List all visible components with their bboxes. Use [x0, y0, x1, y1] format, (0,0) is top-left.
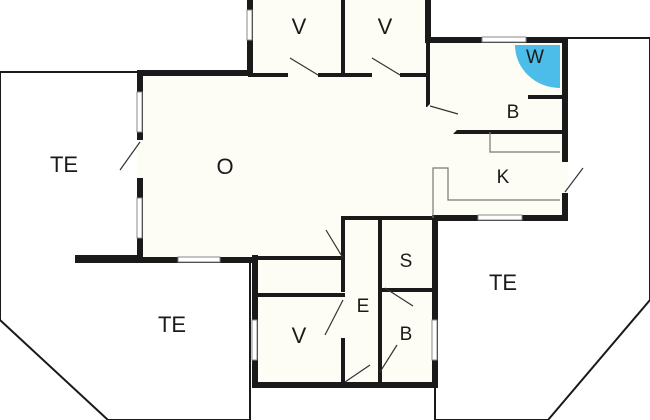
window-bathroom-bottom	[431, 319, 438, 361]
door-bedroom-bottom	[324, 299, 344, 336]
window-living-west-2	[136, 197, 143, 239]
window-bathroom	[481, 36, 527, 43]
room-label-bathroom-top: B	[507, 102, 520, 123]
interior-floor	[140, 0, 565, 385]
door-entrance-main	[344, 364, 371, 383]
room-label-bedroom-top-right: V	[378, 14, 393, 39]
window-bedroom-top-left	[246, 9, 253, 41]
window-bedroom-bottom	[251, 319, 258, 361]
exterior-wall-east	[252, 192, 568, 388]
door-terrace-west	[119, 141, 141, 171]
room-label-terrace-south: TE	[158, 312, 186, 337]
door-bathroom-top	[429, 105, 459, 115]
room-label-storage: S	[400, 251, 413, 272]
room-label-living: O	[216, 154, 233, 179]
door-bedroom-right	[371, 57, 401, 76]
door-storage	[384, 287, 414, 307]
room-label-bedroom-top-left: V	[292, 14, 307, 39]
room-label-kitchen: K	[497, 167, 510, 188]
window-kitchen	[477, 214, 523, 221]
room-label-entrance: E	[357, 296, 370, 317]
door-bathroom-bottom	[379, 344, 398, 373]
door-kitchen-terrace	[564, 167, 584, 193]
room-label-terrace-east: TE	[489, 270, 517, 295]
exterior-wall-north	[137, 0, 253, 76]
door-bedroom-left	[289, 57, 319, 76]
kitchen-counter	[432, 167, 560, 218]
bathroom-counter	[489, 132, 560, 153]
shower-fixture	[515, 45, 560, 88]
room-label-bedroom-bottom: V	[292, 323, 307, 348]
door-entrance-hall	[325, 229, 344, 259]
exterior-wall-west	[75, 70, 143, 261]
room-label-terrace-west: TE	[50, 152, 78, 177]
room-label-bathroom-bottom: B	[400, 324, 413, 345]
room-label-shower: W	[526, 47, 544, 68]
window-living-west-1	[136, 91, 143, 133]
window-living-south	[177, 256, 221, 263]
